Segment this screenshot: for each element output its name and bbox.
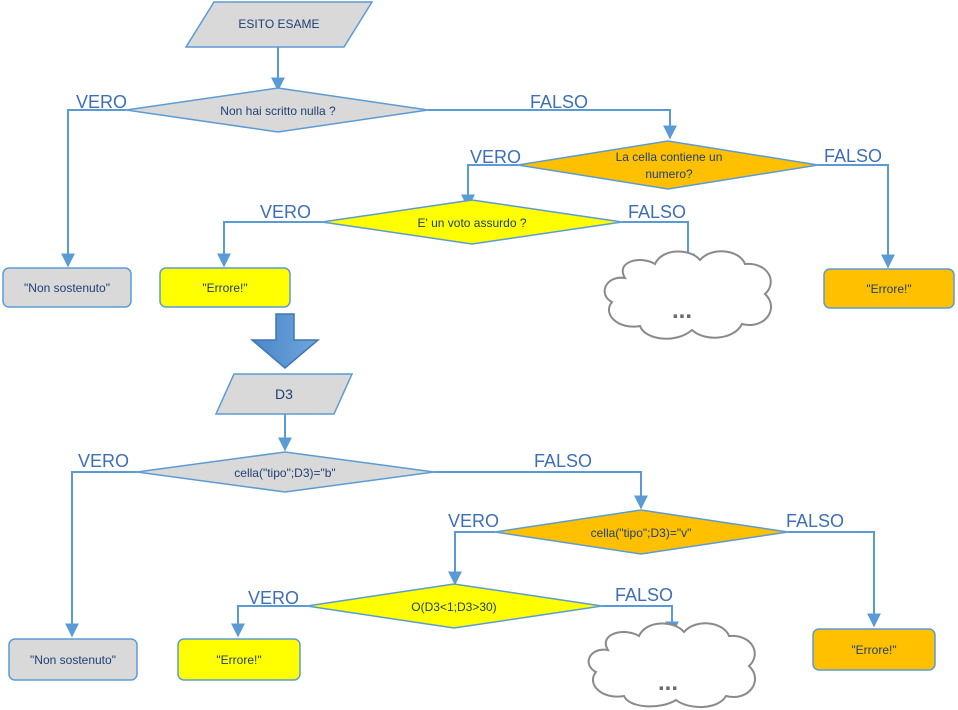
bottom-decision-type-v-label: cella("tipo";D3)="v" [591, 526, 692, 540]
top-output-errore-orange: "Errore!" [823, 268, 955, 309]
bottom-decision-type-b-label: cella("tipo";D3)="b" [234, 466, 335, 480]
top-decision-number-label-2: numero? [645, 167, 693, 181]
top-decision-number: La cella contiene un numero? [517, 140, 819, 190]
top-q2-true-label: VERO [470, 147, 521, 167]
top-q3-true-label: VERO [260, 202, 311, 222]
bottom-q1-false-label: FALSO [534, 451, 592, 471]
bottom-start-label: D3 [275, 386, 293, 402]
bottom-decision-range: O(D3<1;D3>30) [306, 583, 603, 629]
top-decision-empty-label: Non hai scritto nulla ? [220, 104, 336, 118]
top-cloud-ellipsis: ... [672, 297, 692, 324]
top-output-errore-yellow: "Errore!" [159, 267, 291, 308]
top-cloud-continuation: ... [603, 250, 772, 340]
top-decision-absurd-label: E' un voto assurdo ? [417, 216, 526, 230]
bottom-output-errore-yellow: "Errore!" [177, 638, 301, 681]
bottom-q1-true-label: VERO [78, 451, 129, 471]
top-output-non-sostenuto-label: "Non sostenuto" [24, 281, 110, 295]
bottom-q2-true-label: VERO [448, 511, 499, 531]
bottom-cloud-ellipsis: ... [658, 669, 678, 696]
bottom-q2-false-label: FALSO [786, 511, 844, 531]
top-q2-false-label: FALSO [824, 146, 882, 166]
bottom-decision-type-v: cella("tipo";D3)="v" [494, 509, 789, 555]
top-connectors [61, 47, 895, 269]
top-start-node: ESITO ESAME [184, 1, 374, 48]
top-q3-false-label: FALSO [628, 202, 686, 222]
bottom-output-errore-yellow-label: "Errore!" [216, 653, 261, 667]
bottom-decision-type-b: cella("tipo";D3)="b" [136, 451, 435, 493]
top-output-errore-yellow-label: "Errore!" [202, 281, 247, 295]
bottom-decision-range-label: O(D3<1;D3>30) [411, 600, 496, 614]
transition-arrow [249, 313, 321, 369]
bottom-output-non-sostenuto: "Non sostenuto" [8, 638, 138, 681]
top-decision-absurd: E' un voto assurdo ? [321, 199, 623, 245]
bottom-output-errore-orange-label: "Errore!" [851, 643, 896, 657]
top-output-non-sostenuto: "Non sostenuto" [2, 267, 132, 308]
top-start-label: ESITO ESAME [238, 17, 319, 31]
top-q1-true-label: VERO [76, 92, 127, 112]
top-decision-empty: Non hai scritto nulla ? [125, 87, 429, 133]
top-decision-number-label-1: La cella contiene un [616, 150, 723, 164]
bottom-q3-false-label: FALSO [615, 585, 673, 605]
bottom-output-errore-orange: "Errore!" [812, 628, 936, 671]
top-q1-false-label: FALSO [530, 92, 588, 112]
bottom-q3-true-label: VERO [248, 588, 299, 608]
top-output-errore-orange-label: "Errore!" [866, 282, 911, 296]
bottom-start-node: D3 [214, 373, 354, 415]
bottom-output-non-sostenuto-label: "Non sostenuto" [30, 653, 116, 667]
bottom-cloud-continuation: ... [587, 622, 756, 708]
